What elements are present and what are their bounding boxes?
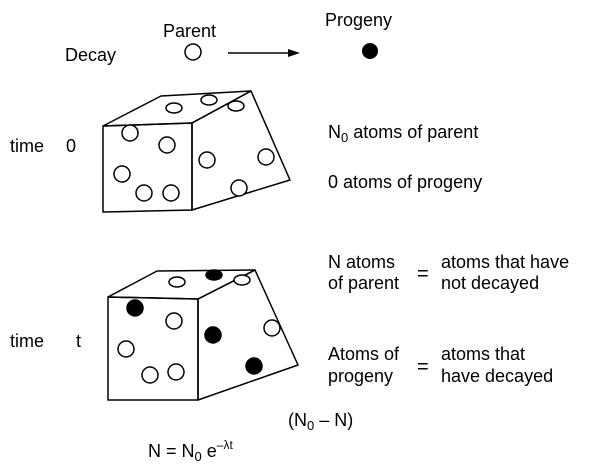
decay-label: Decay	[65, 45, 116, 65]
difference-subscript: 0	[307, 418, 314, 433]
difference-close: – N)	[319, 410, 353, 430]
not-decayed-line-1: atoms that have	[441, 252, 569, 272]
parent-atom	[234, 275, 250, 285]
parent-atom	[166, 103, 182, 113]
parent-atom	[163, 185, 179, 201]
atoms-of-progeny-line-1: Atoms of	[328, 344, 399, 364]
decay-arrow-head	[288, 49, 300, 57]
parent-atom	[201, 95, 217, 105]
formula-base: e	[207, 441, 217, 461]
box-time-t-atoms	[118, 270, 280, 383]
difference-expression: (N0 – N)	[288, 410, 353, 432]
parent-atom	[142, 367, 158, 383]
progeny-atom	[127, 300, 143, 316]
parent-atom	[168, 364, 184, 380]
difference-open: (N	[288, 410, 307, 430]
parent-atom	[231, 180, 247, 196]
parent-atom	[169, 277, 185, 287]
formula-subscript: 0	[195, 449, 202, 464]
n-atoms-line-2: of parent	[328, 273, 399, 293]
parent-atom	[114, 166, 130, 182]
parent-atom	[122, 125, 138, 141]
atoms-of-progeny-line-2: progeny	[328, 366, 393, 386]
equals-sign-decayed: =	[417, 357, 429, 377]
parent-atom	[136, 185, 152, 201]
formula-exponent: –λt	[217, 438, 233, 452]
parent-count-text: atoms of parent	[353, 122, 478, 142]
decayed-line-2: have decayed	[441, 366, 553, 386]
time-0-label: time	[10, 136, 44, 156]
time-0-progeny-count: 0 atoms of progeny	[328, 172, 482, 192]
progeny-atom	[206, 270, 222, 280]
box-time-0-atoms	[114, 95, 274, 201]
decayed-line-1: atoms that	[441, 344, 525, 364]
parent-atom	[159, 137, 175, 153]
progeny-atom	[205, 327, 221, 343]
time-0-parent-count: N0 atoms of parent	[328, 122, 478, 144]
formula-lhs: N = N	[148, 441, 195, 461]
parent-atom-symbol	[185, 44, 201, 60]
equals-sign-not-decayed: =	[417, 264, 429, 284]
not-decayed-line-2: not decayed	[441, 273, 539, 293]
parent-label: Parent	[163, 21, 216, 41]
n-subscript: 0	[341, 130, 348, 145]
time-t-label: time	[10, 331, 44, 351]
time-0-value: 0	[66, 136, 76, 156]
parent-atom	[228, 101, 244, 111]
parent-atom	[166, 313, 182, 329]
time-t-value: t	[76, 331, 81, 351]
n-symbol: N	[328, 122, 341, 142]
progeny-atom-symbol	[362, 43, 378, 59]
n-atoms-line-1: N atoms	[328, 252, 395, 272]
parent-atom	[199, 152, 215, 168]
decay-formula: N = N0 e–λt	[148, 441, 233, 463]
parent-atom	[264, 320, 280, 336]
parent-atom	[258, 149, 274, 165]
progeny-label: Progeny	[325, 10, 392, 30]
progeny-atom	[246, 358, 262, 374]
parent-atom	[118, 341, 134, 357]
